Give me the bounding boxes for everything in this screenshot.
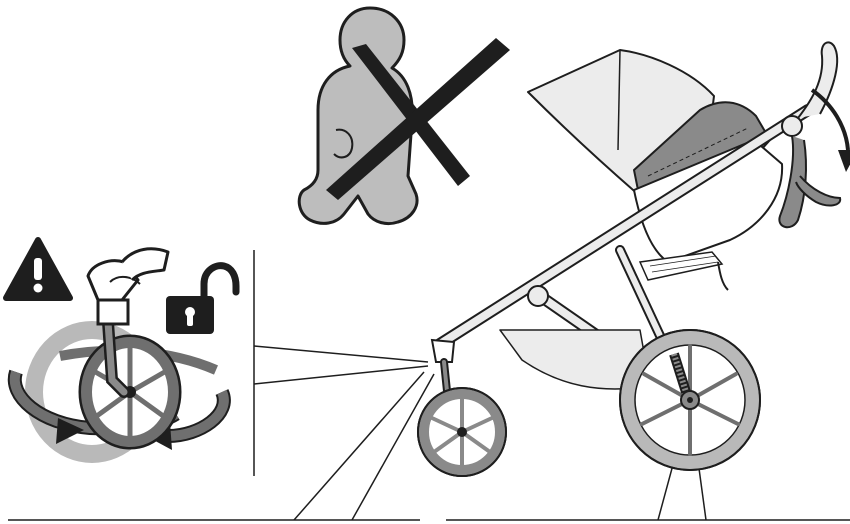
- warning-triangle-icon: [6, 240, 70, 298]
- jogging-stroller-icon: [418, 42, 850, 476]
- child-silhouette-icon: [299, 8, 417, 224]
- unlocked-padlock-icon: [166, 266, 236, 334]
